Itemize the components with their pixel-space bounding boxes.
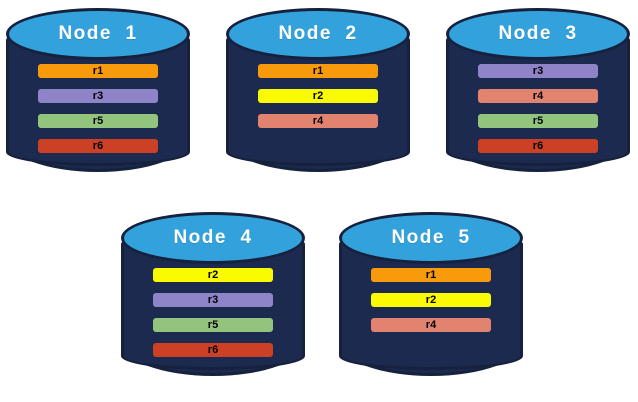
- replica-bar-r4[interactable]: r4: [478, 89, 598, 103]
- replica-bar-r3[interactable]: r3: [38, 89, 158, 103]
- replica-bar-r3[interactable]: r3: [478, 64, 598, 78]
- replica-bar-r2[interactable]: r2: [371, 293, 491, 307]
- replica-bar-r2[interactable]: r2: [258, 89, 378, 103]
- database-node-4[interactable]: Node 4 r2 r3 r5 r6: [117, 208, 309, 390]
- replica-bar-r5[interactable]: r5: [38, 114, 158, 128]
- replica-bar-r5[interactable]: r5: [478, 114, 598, 128]
- node-title: Node 4: [173, 227, 253, 248]
- replica-bar-r4[interactable]: r4: [258, 114, 378, 128]
- replica-list: r1 r3 r5 r6: [6, 64, 190, 153]
- replica-bar-r2[interactable]: r2: [153, 268, 273, 282]
- cylinder-top-ellipse: [446, 8, 630, 60]
- replica-list: r3 r4 r5 r6: [446, 64, 630, 153]
- database-node-2[interactable]: Node 2 r1 r2 r4: [222, 4, 414, 186]
- node-title: Node 5: [391, 227, 471, 248]
- replica-bar-r6[interactable]: r6: [38, 139, 158, 153]
- replica-list: r1 r2 r4: [339, 268, 523, 332]
- replica-bar-r5[interactable]: r5: [153, 318, 273, 332]
- replica-bar-r4[interactable]: r4: [371, 318, 491, 332]
- replica-list: r2 r3 r5 r6: [121, 268, 305, 357]
- node-title: Node 1: [58, 23, 138, 44]
- cylinder-top-ellipse: [6, 8, 190, 60]
- cylinder-top-ellipse: [339, 212, 523, 264]
- node-title: Node 3: [498, 23, 578, 44]
- cylinder-top-ellipse: [226, 8, 410, 60]
- cylinder-top-ellipse: [121, 212, 305, 264]
- node-title: Node 2: [278, 23, 358, 44]
- replica-list: r1 r2 r4: [226, 64, 410, 128]
- replica-bar-r6[interactable]: r6: [478, 139, 598, 153]
- replica-bar-r1[interactable]: r1: [38, 64, 158, 78]
- replica-bar-r6[interactable]: r6: [153, 343, 273, 357]
- replica-bar-r1[interactable]: r1: [371, 268, 491, 282]
- replica-bar-r1[interactable]: r1: [258, 64, 378, 78]
- database-node-5[interactable]: Node 5 r1 r2 r4: [335, 208, 527, 390]
- replica-bar-r3[interactable]: r3: [153, 293, 273, 307]
- database-node-3[interactable]: Node 3 r3 r4 r5 r6: [442, 4, 634, 186]
- database-node-1[interactable]: Node 1 r1 r3 r5 r6: [2, 4, 194, 186]
